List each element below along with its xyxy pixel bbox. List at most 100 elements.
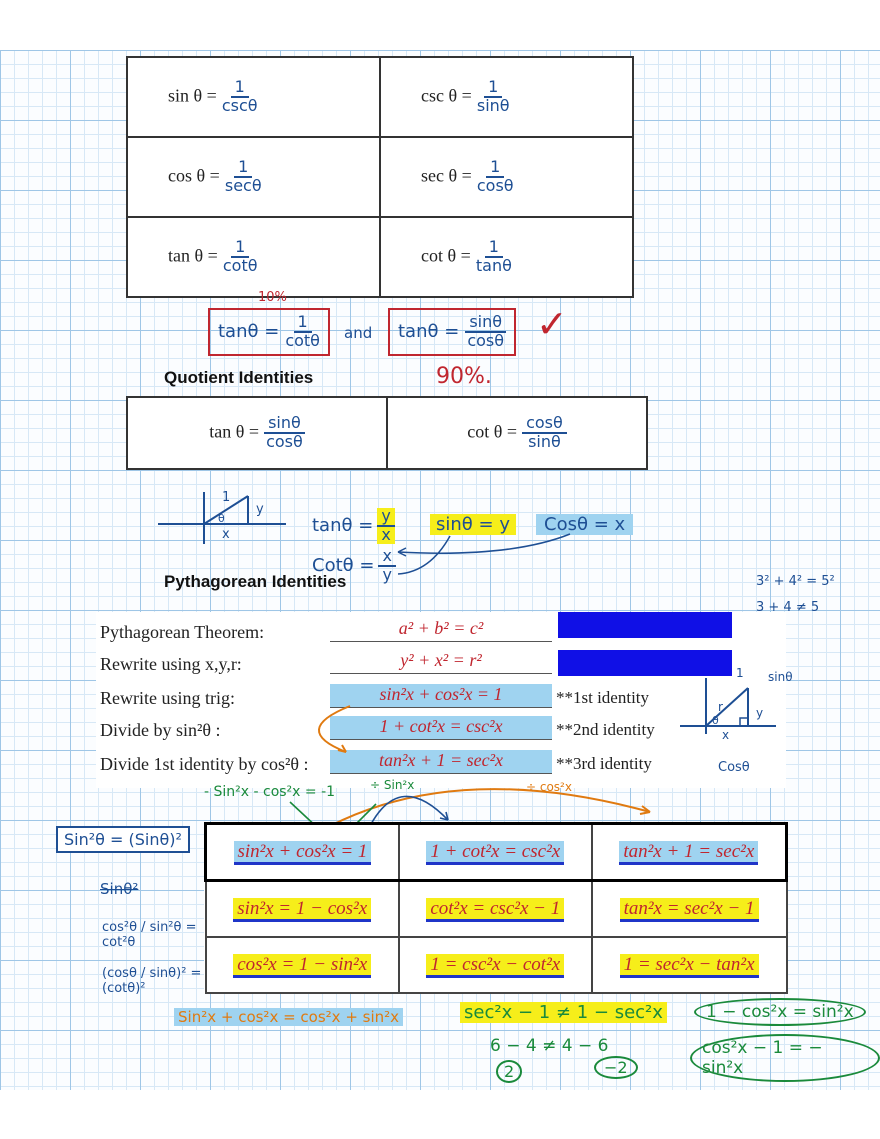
- trig-triangle-sketch: [680, 678, 776, 734]
- identity-cell: sin²x = 1 − cos²x: [204, 879, 400, 938]
- quotient-cot-label: cot θ =: [467, 421, 517, 442]
- pythag-row-value: sin²x + cos²x = 1: [330, 684, 552, 708]
- annotation-arrows: [289, 705, 651, 831]
- identity-cell: cot²x = csc²x − 1: [397, 879, 593, 938]
- tri2-cos-label: Cosθ: [718, 760, 750, 775]
- quotient-tan-label: tan θ =: [209, 421, 259, 442]
- reciprocal-label: cos θ =: [168, 165, 220, 186]
- reciprocal-label: sec θ =: [421, 165, 472, 186]
- tan2-den: cosθ: [467, 330, 505, 350]
- pythag-row-note: **1st identity: [556, 688, 650, 707]
- reciprocal-den: sinθ: [476, 96, 510, 115]
- green-identity-2: cos²x − 1 = − sin²x: [690, 1034, 880, 1082]
- identity-cell: 1 = csc²x − cot²x: [397, 936, 593, 994]
- tri1-y-label: y: [256, 502, 264, 517]
- side-note-1: 3² + 4² = 5²: [756, 574, 835, 589]
- blue-redaction-1: [558, 612, 732, 638]
- tri1-hyp-label: 1: [222, 490, 231, 505]
- identity-formula: cos²x = 1 − sin²x: [233, 954, 372, 978]
- div-sin-note: ÷ Sin²x: [370, 778, 415, 792]
- and-note: and: [344, 324, 373, 342]
- reciprocal-den: cosθ: [476, 176, 514, 195]
- result-neg2-circle: −2: [594, 1056, 638, 1079]
- reciprocal-num: 1: [484, 78, 503, 98]
- numeric-neq-note: 6 − 4 ≠ 4 − 6: [490, 1036, 609, 1056]
- pct-90-note: 90%.: [436, 364, 492, 389]
- pythag-row-label: Divide by sin²θ :: [100, 720, 221, 740]
- left-frac2-note: (cosθ / sinθ)² = (cotθ)²: [102, 966, 202, 996]
- sin-eq-y-note: sinθ = y: [430, 514, 516, 535]
- tri1-x-label: x: [222, 527, 230, 542]
- cot-arrows: [397, 533, 571, 575]
- identity-row: sin²x + cos²x = 1 1 + cot²x = csc²x tan²x …: [203, 822, 788, 882]
- result-2-circle: 2: [496, 1060, 523, 1083]
- reciprocal-label: sin θ =: [168, 85, 217, 106]
- tri1-theta-label: θ: [218, 512, 225, 525]
- pythag-row-label: Pythagorean Theorem:: [100, 622, 265, 642]
- unit-triangle-sketch: [158, 492, 286, 544]
- pythag-row-note: **3rd identity: [556, 754, 652, 773]
- tan-lhs: tanθ =: [218, 321, 280, 343]
- check-mark: ✓: [536, 302, 568, 346]
- green-identity-1: 1 − cos²x = sin²x: [694, 998, 866, 1026]
- reciprocal-num: 1: [234, 158, 253, 178]
- identity-formula: tan²x = sec²x − 1: [619, 898, 759, 922]
- sec-neq-note: sec²x − 1 ≠ 1 − sec²x: [460, 1002, 667, 1023]
- pythagorean-identity-table: sin²x + cos²x = 1 1 + cot²x = csc²x tan²x …: [203, 822, 788, 994]
- reciprocal-den: secθ: [224, 176, 262, 195]
- cot-xy-den: y: [382, 564, 392, 584]
- quotient-cot-den: sinθ: [528, 432, 561, 451]
- tri2-hyp-label: 1: [736, 666, 744, 680]
- pythag-row-value: tan²x + 1 = sec²x: [330, 750, 552, 774]
- identity-formula: 1 + cot²x = csc²x: [426, 841, 565, 865]
- reciprocal-den: cscθ: [221, 96, 258, 115]
- identity-formula: sin²x = 1 − cos²x: [233, 898, 372, 922]
- pythag-row-note: **2nd identity: [556, 720, 655, 739]
- tan-yx-den: x: [381, 524, 391, 544]
- minus-eq-note: - Sin²x - cos²x = -1: [204, 784, 336, 800]
- pct-10-note: 10%: [258, 290, 287, 305]
- identity-cell: tan²x + 1 = sec²x: [590, 822, 788, 882]
- cos-eq-x-note: Cosθ = x: [536, 514, 634, 535]
- tri2-sin-label: sinθ: [768, 670, 793, 684]
- blue-redaction-2: [558, 650, 732, 676]
- cot-xy-num: x: [378, 547, 396, 567]
- reciprocal-num: 1: [484, 238, 503, 258]
- identity-row: sin²x = 1 − cos²x cot²x = csc²x − 1 tan²x …: [204, 879, 788, 938]
- cot-xy-lhs: Cotθ =: [312, 555, 375, 577]
- tri2-theta-label: θ: [712, 714, 719, 727]
- quotient-tan-den: cosθ: [266, 432, 303, 451]
- tan2-num: sinθ: [465, 313, 507, 333]
- identity-cell: sin²x + cos²x = 1: [203, 822, 400, 882]
- identity-formula: 1 = csc²x − cot²x: [426, 954, 565, 978]
- identity-cell: cos²x = 1 − sin²x: [204, 936, 400, 994]
- identity-cell: tan²x = sec²x − 1: [590, 879, 788, 938]
- identity-formula: 1 = sec²x − tan²x: [619, 954, 759, 978]
- reciprocal-label: tan θ =: [168, 245, 218, 266]
- identity-formula: tan²x + 1 = sec²x: [619, 841, 759, 865]
- pythag-row-value: 1 + cot²x = csc²x: [330, 716, 552, 740]
